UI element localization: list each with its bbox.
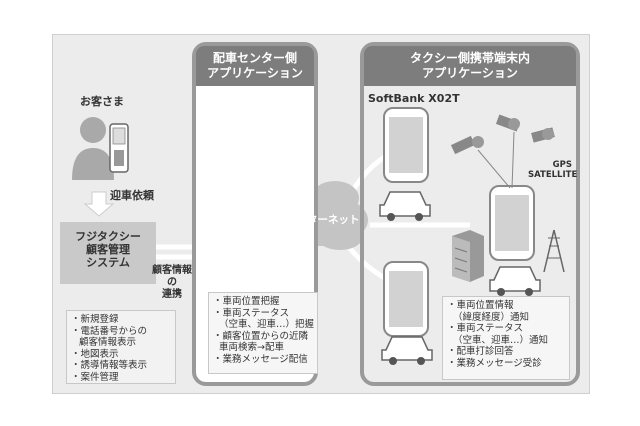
list-item: 顧客情報表示: [79, 337, 137, 348]
car-bottom-icon: [381, 336, 433, 365]
customer-person-icon: [72, 117, 114, 180]
list-item: ・業務メッセージ配信: [213, 353, 308, 365]
gps-satellite-label: GPS SATELLITE: [528, 160, 578, 180]
dispatch-center-feature-list: ・車両位置把握 ・車両ステータス （空車、迎車…）把握 ・顧客位置からの近隣 車…: [208, 292, 318, 374]
taxi-terminal-panel: タクシー側携帯端末内 アプリケーション: [360, 42, 580, 386]
gps-signal-line: [511, 131, 515, 189]
list-item: ・顧客位置からの近隣: [213, 330, 309, 342]
antenna-tower-icon: [543, 229, 565, 273]
taxi-terminal-feature-list: ・車両位置情報 （緯度経度）通知 ・車両ステータス （空車、迎車…）通知 ・配車…: [442, 296, 570, 380]
internet-label: インターネット: [286, 214, 360, 226]
list-item: ・車両位置把握: [213, 296, 280, 307]
satellite-right-icon: [531, 127, 555, 143]
list-item: ・誘導情報等表示: [71, 360, 148, 371]
system-box-line: システム: [86, 256, 130, 269]
device-model-label: SoftBank X02T: [368, 92, 460, 105]
list-item: ・地図表示: [71, 348, 119, 360]
dispatch-center-title: 配車センター側 アプリケーション: [196, 46, 314, 86]
list-item: （空車、迎車…）把握: [219, 319, 315, 330]
customer-label: お客さま: [80, 95, 124, 108]
car-top-icon: [379, 191, 431, 221]
list-item: ・業務メッセージ受診: [447, 357, 542, 369]
system-box-line: 顧客管理: [86, 243, 130, 256]
list-item: ・車両位置情報: [447, 300, 514, 311]
data-link-label: 顧客情報 の 連携: [152, 265, 192, 300]
list-item: （空車、迎車…）通知: [453, 334, 549, 346]
car-middle-icon: [489, 266, 541, 296]
customer-management-system-box: フジタクシー 顧客管理 システム: [60, 222, 156, 284]
smartphone-bottom-icon: [383, 261, 429, 337]
list-item: ・配車打診回答: [447, 346, 514, 357]
gps-signal-line: [477, 149, 511, 189]
list-item: ・車両ステータス: [447, 323, 524, 334]
taxi-terminal-title: タクシー側携帯端末内 アプリケーション: [364, 46, 576, 86]
smartphone-middle-icon: [489, 185, 535, 261]
system-box-line: フジタクシー: [75, 230, 141, 243]
list-item: （緯度経度）通知: [453, 311, 530, 323]
list-item: ・案件管理: [71, 371, 119, 383]
list-item: 車両検索→配車: [219, 342, 284, 353]
mobile-phone-icon: [109, 123, 129, 173]
list-item: ・電話番号からの: [71, 325, 148, 337]
smartphone-top-icon: [383, 107, 429, 183]
satellite-left-icon: [450, 135, 484, 155]
request-arrow-icon: [83, 191, 115, 217]
list-item: ・新規登録: [71, 314, 119, 325]
server-icon: [452, 230, 484, 282]
list-item: ・車両ステータス: [213, 307, 290, 319]
request-label: 迎車依頼: [110, 189, 154, 202]
satellite-middle-icon: [495, 114, 521, 132]
customer-system-feature-list: ・新規登録 ・電話番号からの 顧客情報表示 ・地図表示 ・誘導情報等表示 ・案件…: [66, 310, 176, 384]
